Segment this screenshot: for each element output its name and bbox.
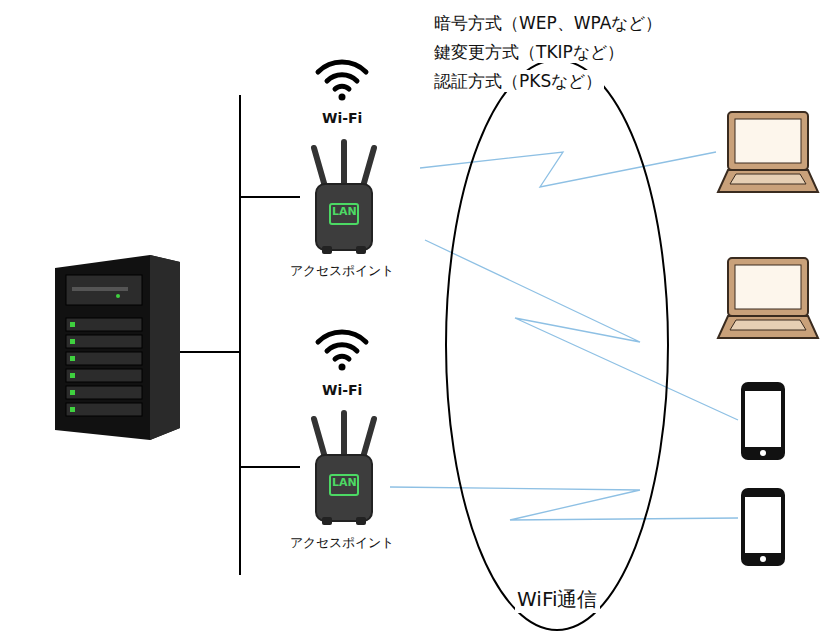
lan-wire xyxy=(180,95,300,575)
spec-note: 認証方式（PKSなど） xyxy=(432,70,604,92)
spec-note: 鍵変更方式（TKIPなど） xyxy=(432,41,626,63)
lan-badge: LAN xyxy=(332,476,357,490)
region-outline xyxy=(444,58,670,632)
wifi-label: Wi-Fi xyxy=(322,382,362,398)
device-label: アクセスポイント xyxy=(290,262,394,280)
access-point: Wi-Fi アクセスポイント xyxy=(262,108,422,280)
spec-note: 暗号方式（WEP、WPAなど） xyxy=(432,12,664,34)
wifi-label: Wi-Fi xyxy=(322,110,362,126)
wireless-link xyxy=(390,152,738,520)
access-point: Wi-Fi アクセスポイント xyxy=(262,380,422,552)
device-label: アクセスポイント xyxy=(290,534,394,552)
node-text: WiFi通信 xyxy=(515,586,600,613)
wifi-region: WiFi通信 xyxy=(444,58,670,632)
lan-badge: LAN xyxy=(332,205,357,219)
server-icon xyxy=(55,255,180,440)
